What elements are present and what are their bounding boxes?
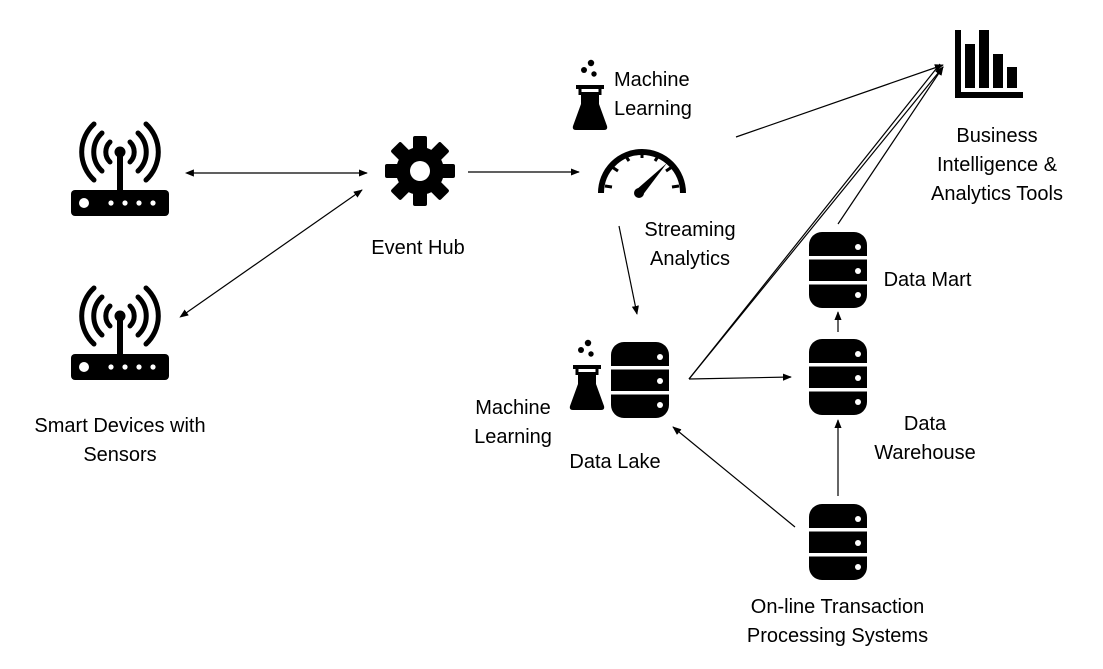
data-mart-database-icon bbox=[809, 232, 867, 308]
data-warehouse-database-icon bbox=[809, 339, 867, 415]
oltp-label: On-line Transaction Processing Systems bbox=[746, 596, 929, 647]
router-icon-bottom bbox=[71, 288, 169, 380]
connector-router2-eventhub bbox=[179, 189, 363, 318]
gear-icon bbox=[385, 136, 455, 206]
data-lake-label: Data Lake bbox=[569, 451, 661, 473]
flask-icon-top bbox=[571, 58, 609, 132]
event-hub-label: Event Hub bbox=[371, 237, 465, 259]
flask-icon-bottom bbox=[568, 338, 606, 412]
bar-chart-icon bbox=[955, 30, 1023, 98]
connector-streaming-datalake bbox=[618, 225, 639, 315]
speedometer-icon bbox=[598, 149, 686, 198]
connector-datalake-bi-a bbox=[688, 66, 944, 380]
connector-datalake-bi-b bbox=[688, 63, 941, 380]
data-warehouse-label: Data Warehouse bbox=[874, 413, 976, 464]
data-lake-database-icon bbox=[611, 342, 669, 418]
router-icon-top bbox=[71, 124, 169, 216]
connector-datalake-warehouse bbox=[688, 373, 792, 381]
bi-tools-label: Business Intelligence & Analytics Tools bbox=[931, 125, 1063, 205]
connector-datamart-bi bbox=[837, 66, 944, 225]
ml-top-label: Machine Learning bbox=[614, 69, 692, 120]
connector-streaming-bi bbox=[735, 64, 944, 138]
ml-bottom-label: Machine Learning bbox=[474, 397, 552, 448]
oltp-database-icon bbox=[809, 504, 867, 580]
streaming-analytics-label: Streaming Analytics bbox=[644, 219, 736, 270]
smart-devices-label: Smart Devices with Sensors bbox=[34, 415, 206, 466]
connector-oltp-datalake bbox=[672, 426, 796, 528]
data-mart-label: Data Mart bbox=[883, 269, 972, 291]
